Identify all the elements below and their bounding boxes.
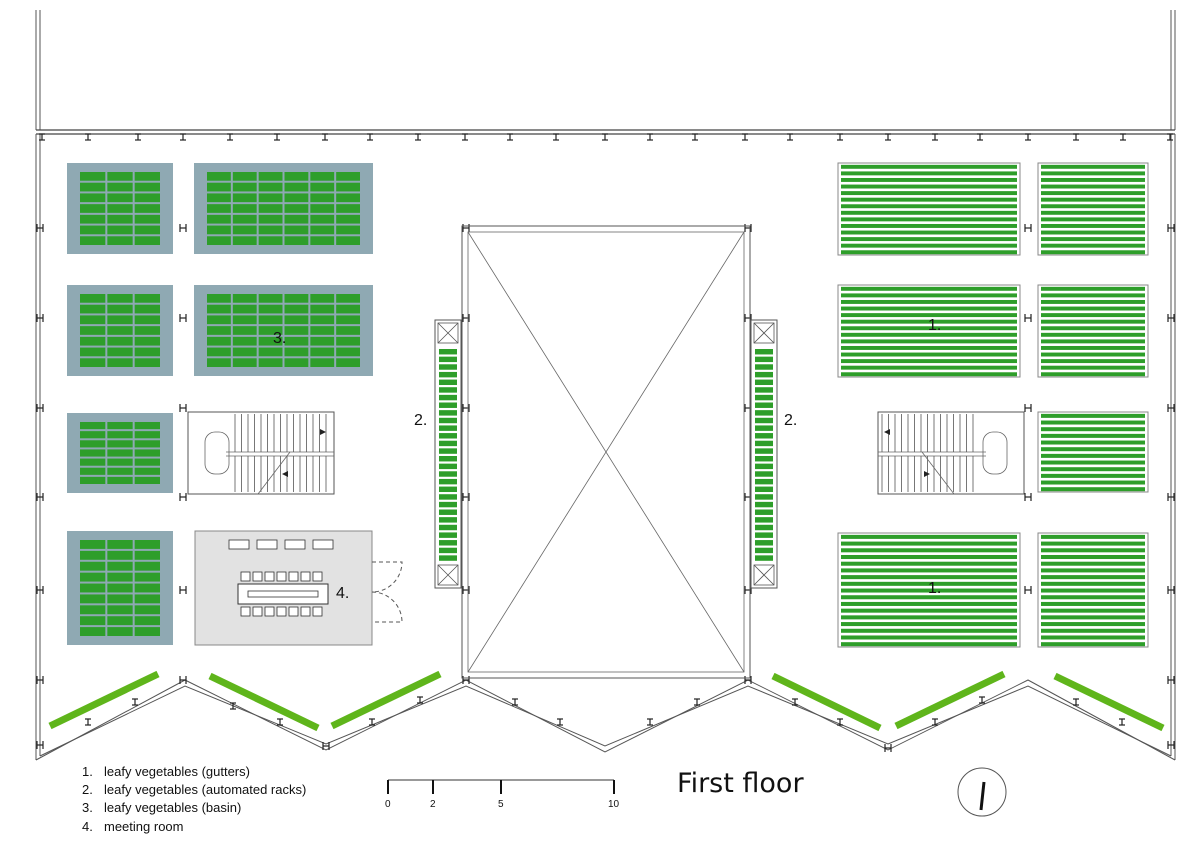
legend-num-4: 4.: [82, 819, 93, 834]
scale-tick-5: 5: [498, 799, 504, 810]
staircase-left: [187, 411, 335, 495]
staircase-right: [877, 411, 1025, 495]
zone-label-gutters-bottom: 1.: [928, 580, 941, 597]
automated-racks: [434, 319, 778, 589]
zone-label-meeting: 4.: [336, 585, 349, 602]
legend-num-2: 2.: [82, 782, 93, 797]
scale-bar: 0 2 5 10: [385, 779, 620, 810]
scale-tick-2: 2: [430, 799, 436, 810]
north-arrow-icon: [957, 767, 1007, 817]
zone-label-gutters-top: 1.: [928, 317, 941, 334]
legend-text-1: leafy vegetables (gutters): [104, 764, 250, 779]
legend-num-3: 3.: [82, 800, 93, 815]
meeting-room: [194, 530, 403, 646]
zone-label-basin: 3.: [273, 330, 286, 347]
facade-planters: [48, 670, 1165, 732]
legend-text-4: meeting room: [104, 819, 183, 834]
legend-text-3: leafy vegetables (basin): [104, 800, 241, 815]
gutter-blocks: [837, 162, 1149, 648]
column-markers: [36, 133, 1175, 752]
legend: 1. leafy vegetables (gutters) 2. leafy v…: [82, 764, 306, 834]
legend-num-1: 1.: [82, 764, 93, 779]
zone-label-racks-left: 2.: [414, 412, 427, 429]
basin-blocks: [67, 163, 373, 645]
scale-tick-10: 10: [608, 799, 620, 810]
zone-label-racks-right: 2.: [784, 412, 797, 429]
page-title: First floor: [677, 768, 804, 799]
central-void: [461, 225, 751, 679]
upper-outline: [35, 10, 1176, 135]
legend-text-2: leafy vegetables (automated racks): [104, 782, 306, 797]
scale-tick-0: 0: [385, 799, 391, 810]
